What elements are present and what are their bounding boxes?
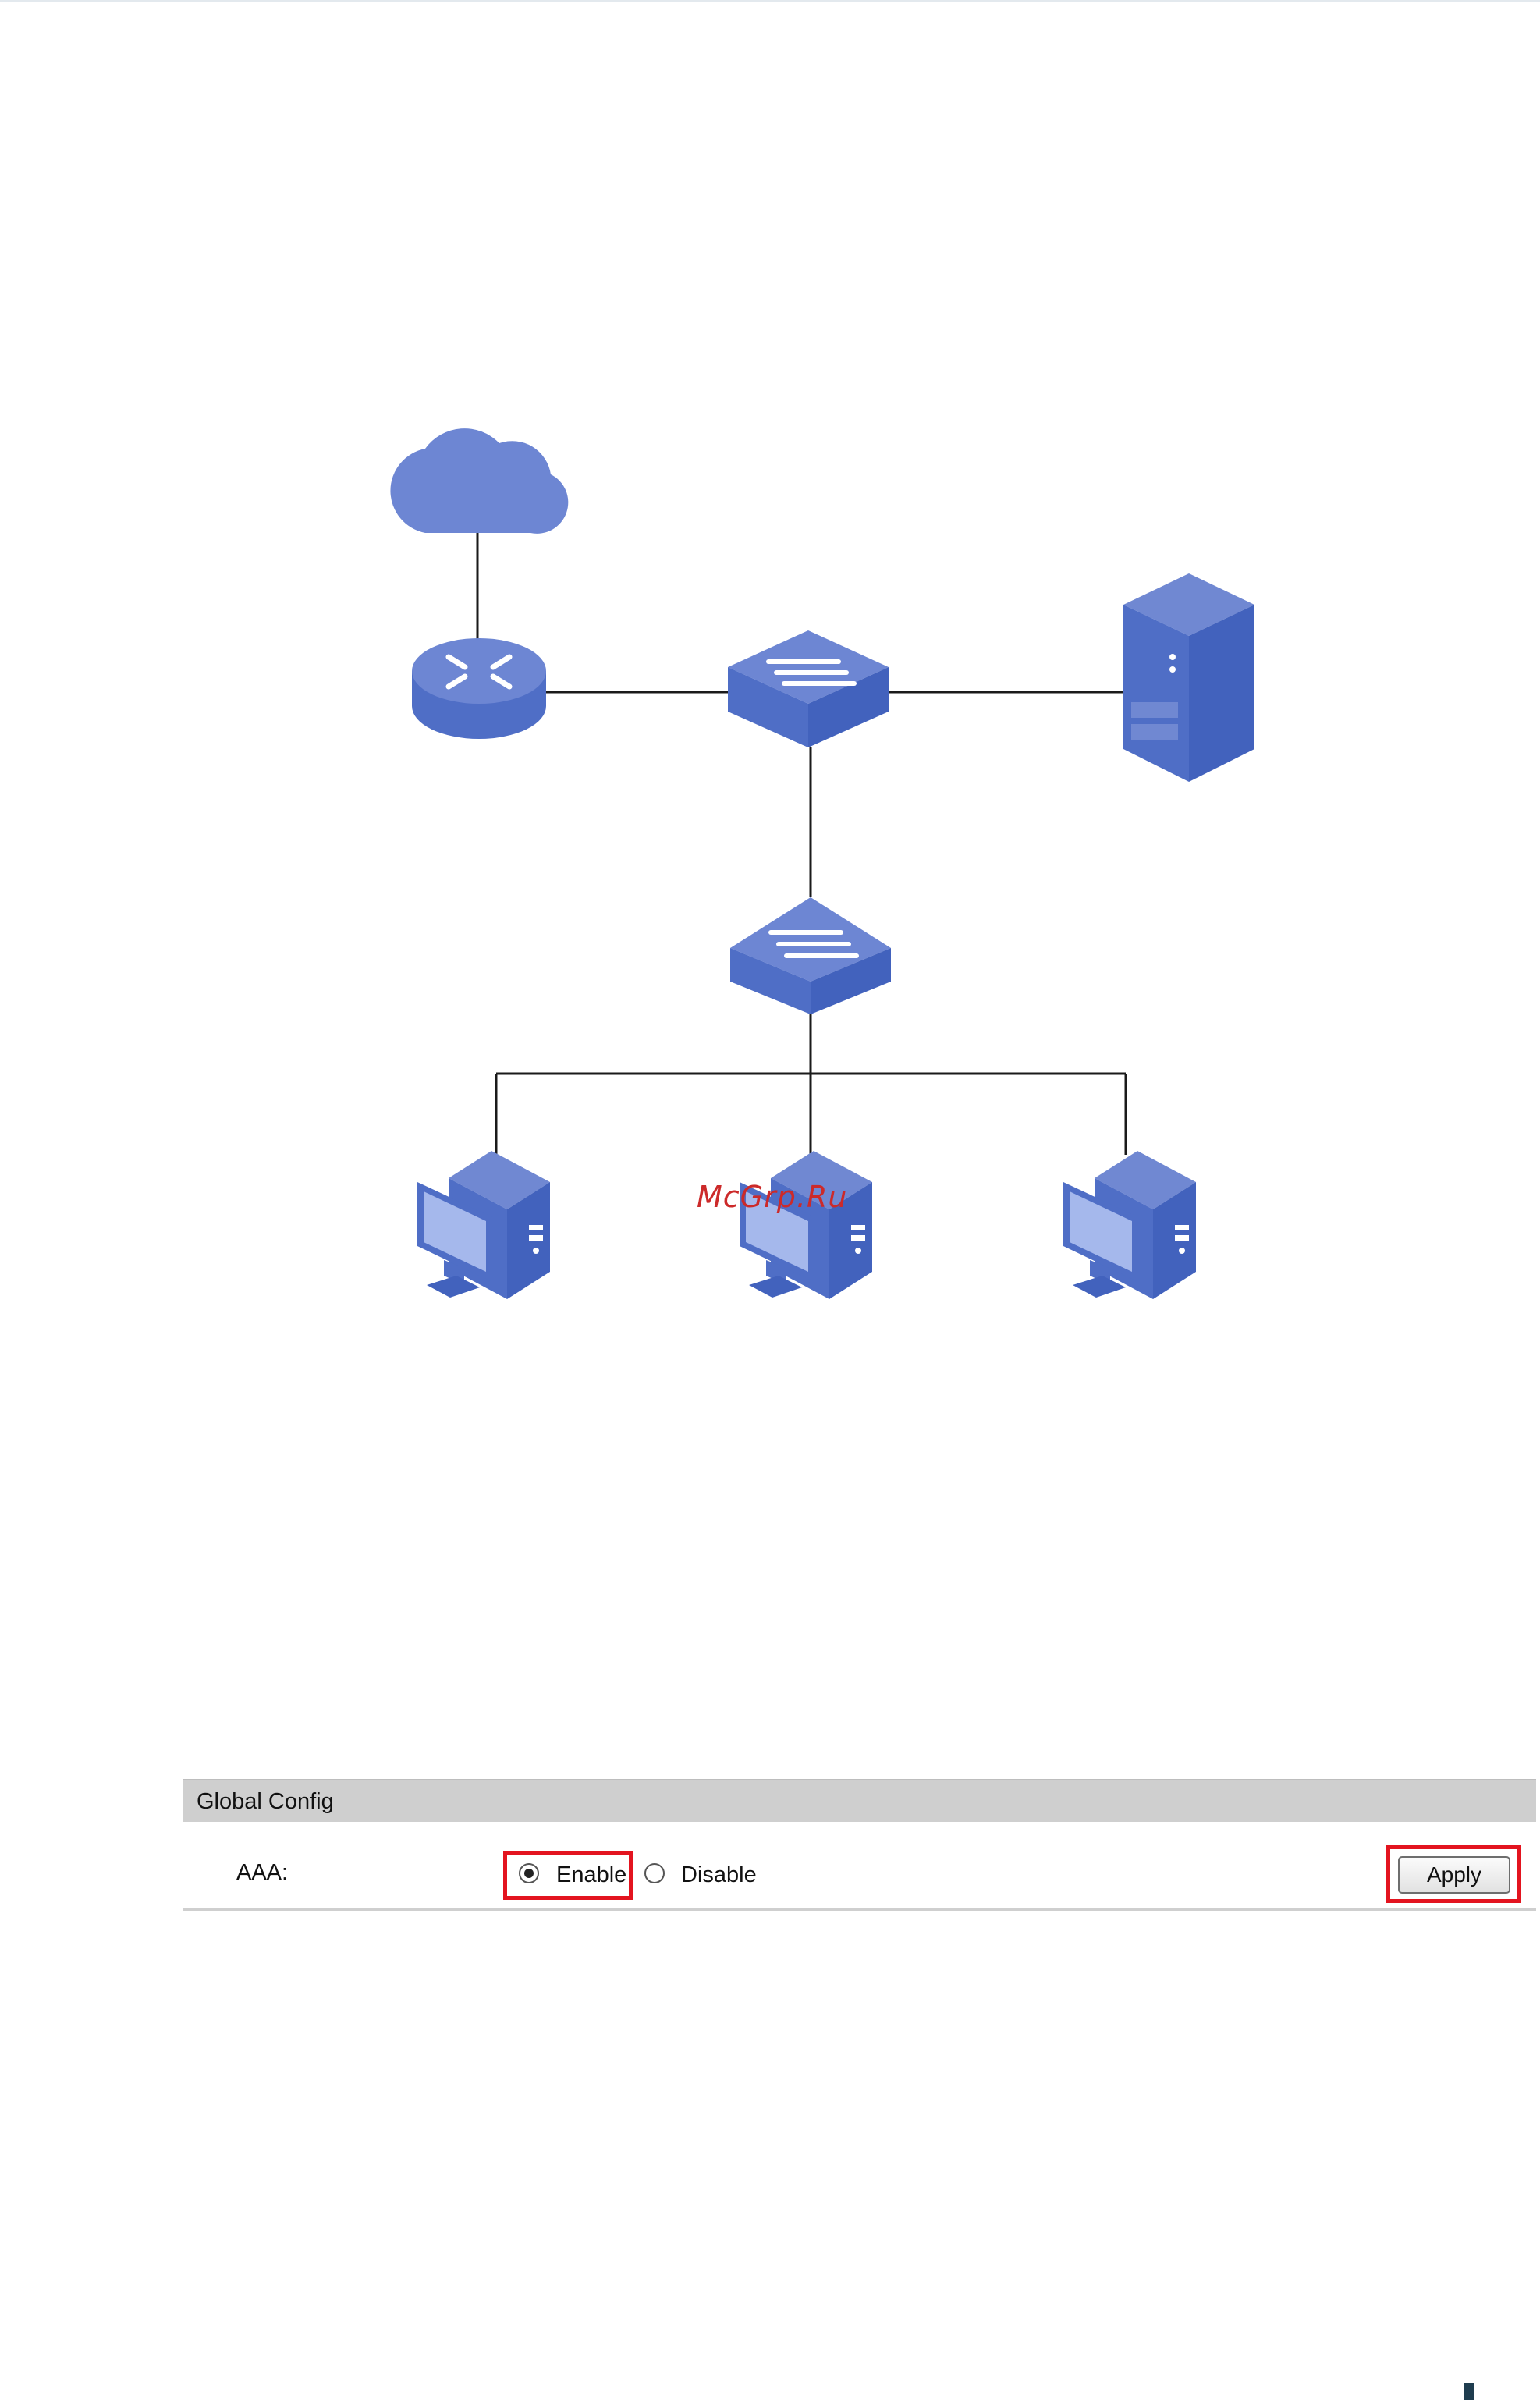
section-title: Global Config <box>197 1789 334 1815</box>
aaa-disable-label[interactable]: Disable <box>681 1862 757 1888</box>
watermark: McGrp.Ru <box>697 1180 847 1214</box>
router-icon <box>412 638 546 739</box>
topology-links <box>477 531 1126 1155</box>
computer-icon <box>1063 1151 1196 1299</box>
aaa-enable-label[interactable]: Enable <box>556 1862 626 1888</box>
apply-button[interactable]: Apply <box>1398 1856 1510 1894</box>
aaa-enable-radio[interactable] <box>519 1863 539 1883</box>
switch-icon <box>728 630 889 747</box>
switch-icon <box>730 897 891 1014</box>
server-icon <box>1123 573 1254 782</box>
network-topology-diagram <box>0 0 1540 1326</box>
panel-bottom-rule <box>183 1908 1536 1911</box>
aaa-disable-radio[interactable] <box>644 1863 665 1883</box>
page-corner-mark <box>1464 2383 1474 2400</box>
aaa-label: AAA: <box>236 1860 288 1886</box>
radio-selected-dot <box>524 1869 534 1878</box>
computer-icon <box>417 1151 550 1299</box>
cloud-icon <box>390 428 568 534</box>
computer-icon <box>740 1151 872 1299</box>
global-config-header: Global Config <box>183 1779 1536 1822</box>
